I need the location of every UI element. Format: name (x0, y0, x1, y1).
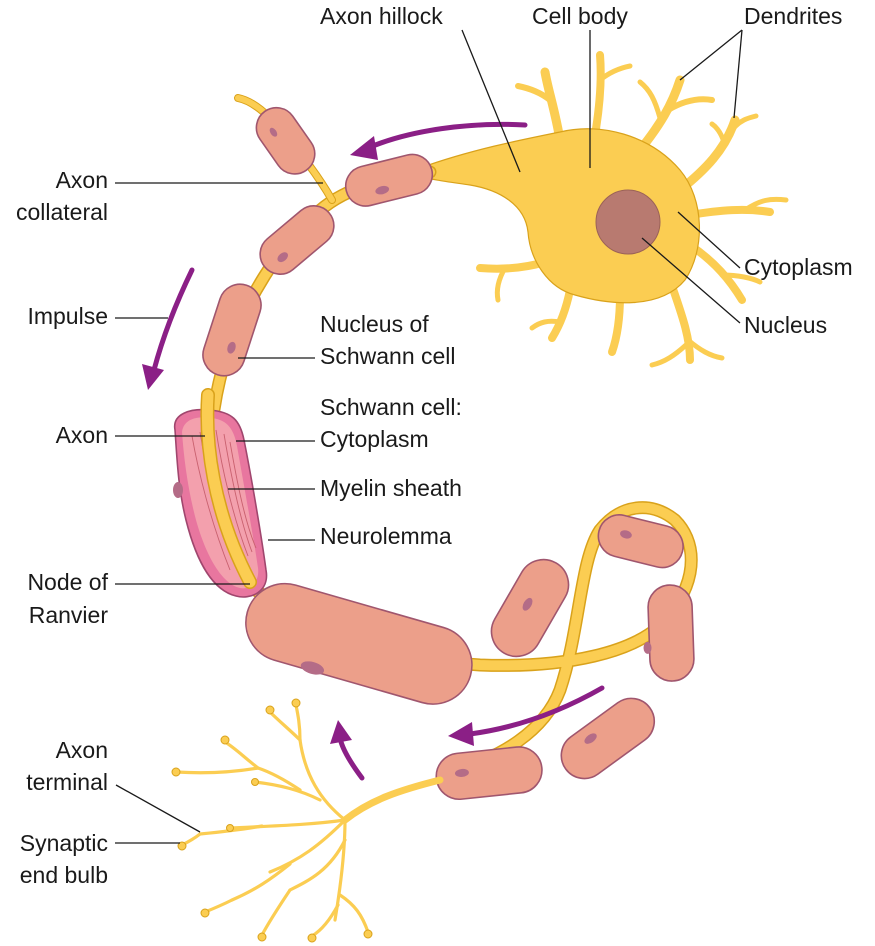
schwann-cell-section (173, 388, 268, 598)
label-axon-collateral-line2: collateral (16, 199, 108, 225)
label-nucleus-schwann-line2: Schwann cell (320, 343, 456, 369)
label-nucleus: Nucleus (744, 312, 827, 338)
label-node-ranvier-line2: Ranvier (29, 602, 109, 628)
label-impulse: Impulse (27, 303, 108, 329)
label-node-ranvier-line1: Node of (27, 569, 108, 595)
cell-body-group (419, 128, 700, 304)
label-schwann-cytoplasm-line2: Cytoplasm (320, 426, 429, 452)
schwann-cells (173, 106, 695, 801)
label-schwann-cytoplasm-line1: Schwann cell: (320, 394, 462, 420)
label-axon-hillock: Axon hillock (320, 3, 443, 29)
label-nucleus-schwann-line1: Nucleus of (320, 311, 429, 337)
cell-nucleus (595, 189, 661, 255)
label-cell-body: Cell body (532, 3, 628, 29)
label-synaptic-bulb-line1: Synaptic (20, 830, 108, 856)
label-dendrites: Dendrites (744, 3, 842, 29)
label-cytoplasm: Cytoplasm (744, 254, 853, 280)
leader-lines (115, 29, 743, 844)
cell-body-shape (419, 128, 700, 304)
axon-terminal (171, 698, 444, 943)
label-axon-terminal-line1: Axon (56, 737, 108, 763)
label-myelin-sheath: Myelin sheath (320, 475, 462, 501)
label-neurolemma: Neurolemma (320, 523, 452, 549)
label-axon-collateral-line1: Axon (56, 167, 108, 193)
label-axon: Axon (56, 422, 108, 448)
label-synaptic-bulb-line2: end bulb (20, 862, 108, 888)
labels: Axon hillock Cell body Dendrites Axon co… (16, 3, 853, 888)
label-axon-terminal-line2: terminal (26, 769, 108, 795)
impulse-arrows (142, 121, 605, 781)
